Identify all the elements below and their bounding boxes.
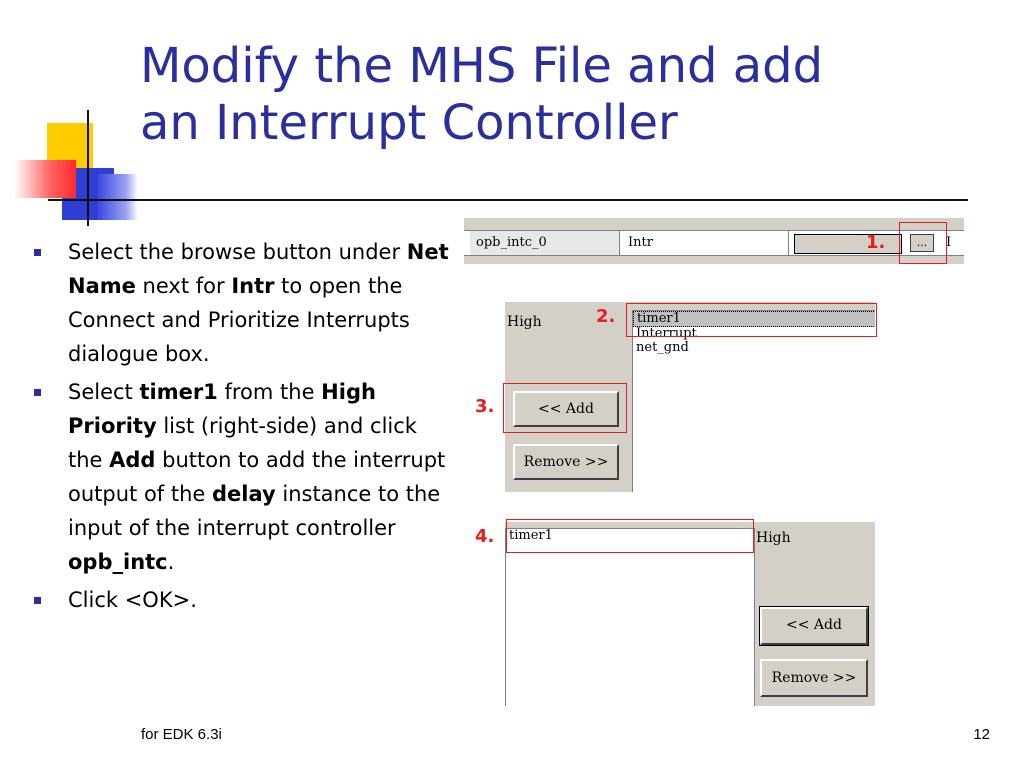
bullet-icon (34, 389, 41, 396)
bullet-text: next for (135, 274, 232, 298)
bullet-text: Click <OK>. (68, 588, 197, 612)
title-underline (48, 199, 968, 201)
connected-interrupts-list[interactable]: timer1 (505, 528, 755, 706)
bullet-bold-text: Add (109, 448, 156, 472)
title-line-1: Modify the MHS File and add (140, 38, 824, 94)
ports-table-screenshot: opb_intc_0 Intr ... I (464, 218, 964, 264)
step-label-1: 1. (866, 232, 886, 253)
add-button[interactable]: << Add (759, 606, 869, 646)
title-line-2: an Interrupt Controller (140, 95, 678, 151)
logo-blue-gradient (98, 174, 138, 220)
remove-button[interactable]: Remove >> (513, 444, 619, 480)
highlight-box-2 (626, 303, 877, 337)
bullet-text: Select the browse button under (68, 240, 407, 264)
bullet-icon (34, 597, 41, 604)
net-name-field[interactable] (794, 234, 902, 254)
list-item[interactable]: Interrupt (636, 326, 697, 341)
bullet-bold-text: Net Name (68, 240, 449, 298)
instance-cell: opb_intc_0 (470, 231, 620, 255)
bullet-bold-text: High Priority (68, 380, 376, 438)
bullet-text: Select (68, 380, 140, 404)
interrupt-dialog-before: High timer1 Interrupt net_gnd << Add Rem… (505, 302, 875, 492)
interrupt-dialog-after: timer1 High << Add Remove >> (505, 522, 875, 706)
bullet-item: Click <OK>. (30, 583, 454, 617)
bullet-bold-text: delay (212, 482, 276, 506)
port-row: opb_intc_0 Intr ... I (464, 230, 964, 256)
trailing-cell: I (946, 235, 952, 250)
page-number: 12 (973, 726, 990, 743)
add-button[interactable]: << Add (513, 391, 619, 427)
browse-button[interactable]: ... (910, 234, 934, 252)
bullet-bold-text: timer1 (139, 380, 218, 404)
highlight-box-3 (503, 383, 627, 433)
bullet-text: instance to the input of the interrupt c… (68, 482, 441, 540)
step-label-3: 3. (475, 396, 495, 417)
bullet-bold-text: Intr (231, 274, 275, 298)
bullet-icon (34, 249, 41, 256)
available-interrupts-list[interactable]: timer1 Interrupt net_gnd (632, 310, 875, 492)
footer-text: for EDK 6.3i (141, 726, 222, 743)
bullet-text: from the (217, 380, 322, 404)
slide-title: Modify the MHS File and add an Interrupt… (140, 38, 1000, 152)
bullet-text: . (167, 550, 175, 574)
priority-label: High (507, 314, 542, 330)
bullet-item: Select timer1 from the High Priority lis… (30, 375, 454, 579)
bullet-list: Select the browse button under Net Name … (30, 235, 454, 621)
step-label-4: 4. (475, 526, 495, 547)
priority-label: High (756, 530, 791, 546)
bullet-text: button to add the interrupt output of th… (68, 448, 446, 506)
step-label-2: 2. (596, 306, 616, 327)
list-item[interactable]: timer1 (633, 311, 875, 327)
bullet-text: list (right-side) and click the (68, 414, 417, 472)
remove-button[interactable]: Remove >> (760, 659, 868, 697)
logo-vertical-line (87, 110, 89, 226)
bullet-bold-text: opb_intc (68, 550, 168, 574)
list-item[interactable]: timer1 (509, 528, 553, 543)
highlight-box-1 (899, 222, 947, 264)
logo-red-gradient (14, 160, 76, 198)
port-cell: Intr (624, 231, 789, 255)
highlight-box-4 (506, 519, 754, 553)
bullet-text: to open the Connect and Prioritize Inter… (68, 274, 410, 366)
list-item[interactable]: net_gnd (636, 340, 689, 355)
bullet-item: Select the browse button under Net Name … (30, 235, 454, 371)
